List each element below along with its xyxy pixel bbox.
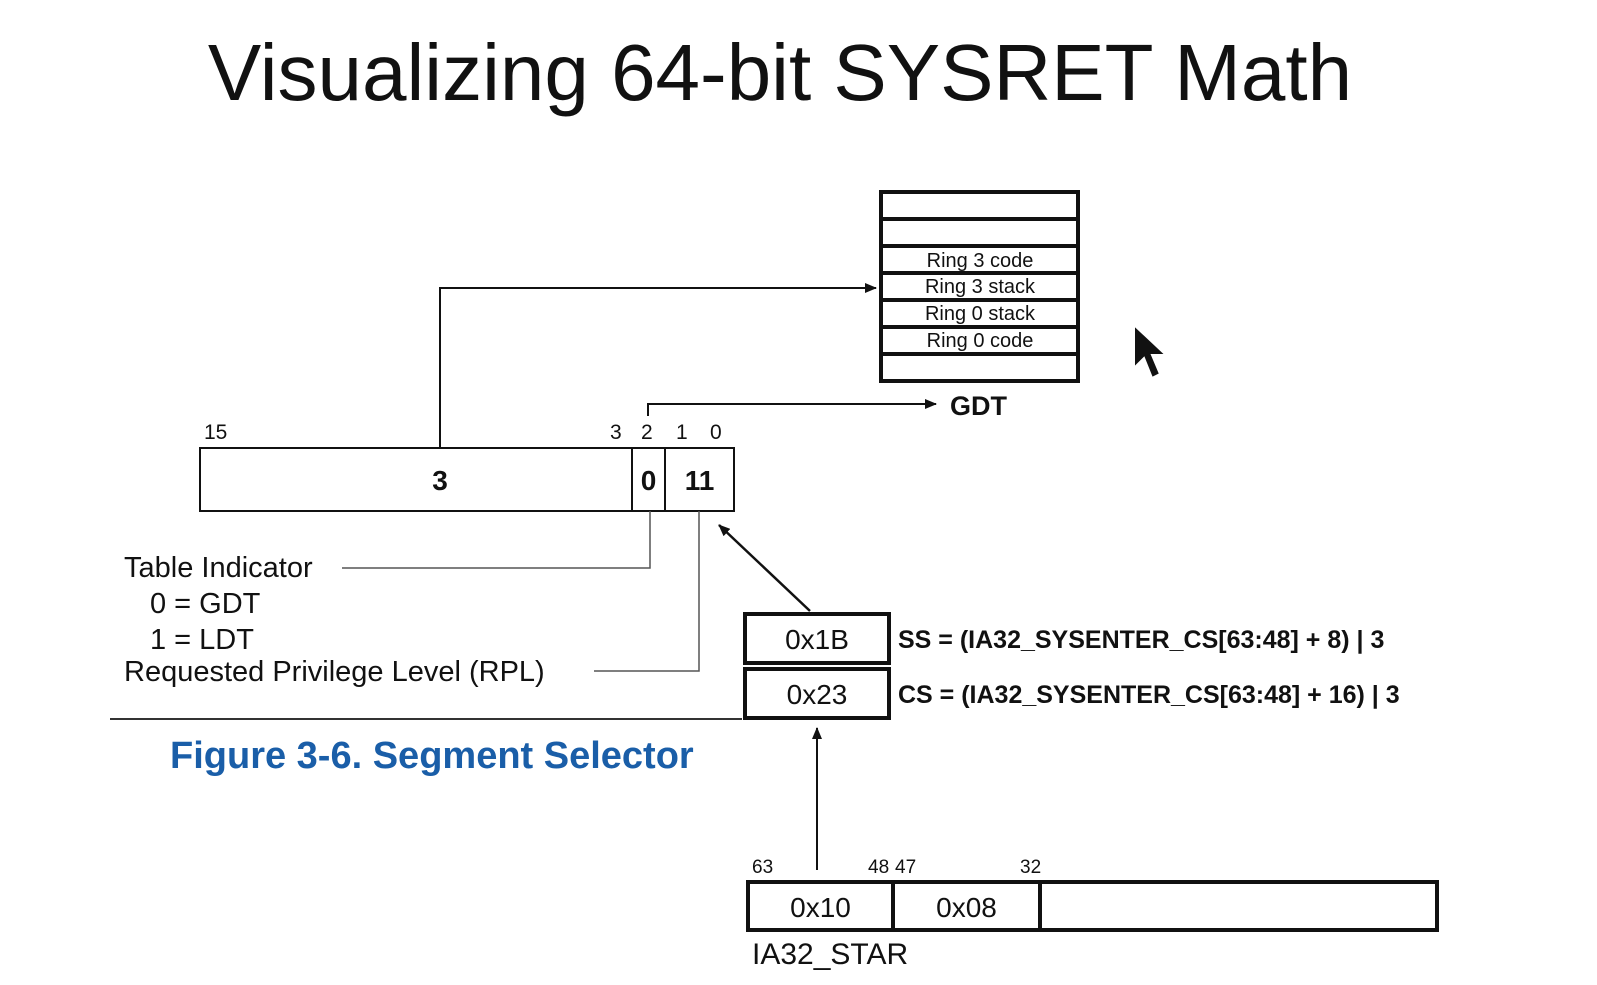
ia32-star-register <box>746 880 1439 932</box>
cs-value-box <box>743 667 891 720</box>
gdt-row-label: Ring 0 stack <box>924 303 1036 325</box>
figure-caption: Figure 3-6. Segment Selector <box>170 735 694 777</box>
gdt-row-label: Ring 0 code <box>926 330 1034 352</box>
segment-selector-box <box>199 447 735 512</box>
cs-formula: CS = (IA32_SYSENTER_CS[63:48] + 16) | 3 <box>898 681 1400 709</box>
gdt-row-label: Ring 3 stack <box>924 276 1036 298</box>
rpl-label: Requested Privilege Level (RPL) <box>124 656 545 688</box>
bit-label-63: 63 <box>752 857 774 878</box>
ss-value: 0x1B <box>785 624 849 655</box>
mouse-cursor-icon <box>1133 322 1169 380</box>
ti-to-gdt-arrow <box>647 399 937 416</box>
gdt-label: GDT <box>950 391 1007 421</box>
bit-label-1: 1 <box>676 421 688 444</box>
selector-rpl-value: 11 <box>684 465 715 496</box>
bit-label-2: 2 <box>641 421 653 444</box>
bit-label-0: 0 <box>710 421 722 444</box>
star-field-47-32: 0x08 <box>936 892 997 923</box>
star-field-63-48: 0x10 <box>790 892 851 923</box>
value-to-rpl-arrow <box>718 524 811 612</box>
selector-index-value: 3 <box>432 465 448 496</box>
ss-formula: SS = (IA32_SYSENTER_CS[63:48] + 8) | 3 <box>898 626 1385 654</box>
slide-title: Visualizing 64-bit SYSRET Math <box>207 28 1353 117</box>
ti-gdt-label: 0 = GDT <box>150 588 261 620</box>
bit-label-32: 32 <box>1020 857 1042 878</box>
gdt-table <box>879 190 1080 383</box>
bit-label-47: 47 <box>895 857 917 878</box>
bit-label-48: 48 <box>868 857 890 878</box>
table-indicator-label: Table Indicator <box>124 552 313 584</box>
bit-label-15: 15 <box>204 421 228 444</box>
cs-value: 0x23 <box>786 679 848 710</box>
star-register-name: IA32_STAR <box>752 938 909 971</box>
ti-ldt-label: 1 = LDT <box>150 624 254 656</box>
rpl-leader-line <box>594 511 700 672</box>
bit-label-3: 3 <box>610 421 622 444</box>
gdt-row-label: Ring 3 code <box>926 250 1034 272</box>
index-to-gdt-arrow <box>439 283 877 448</box>
ss-value-box <box>743 612 891 665</box>
selector-ti-value: 0 <box>640 465 657 496</box>
ti-leader-line <box>342 511 651 569</box>
